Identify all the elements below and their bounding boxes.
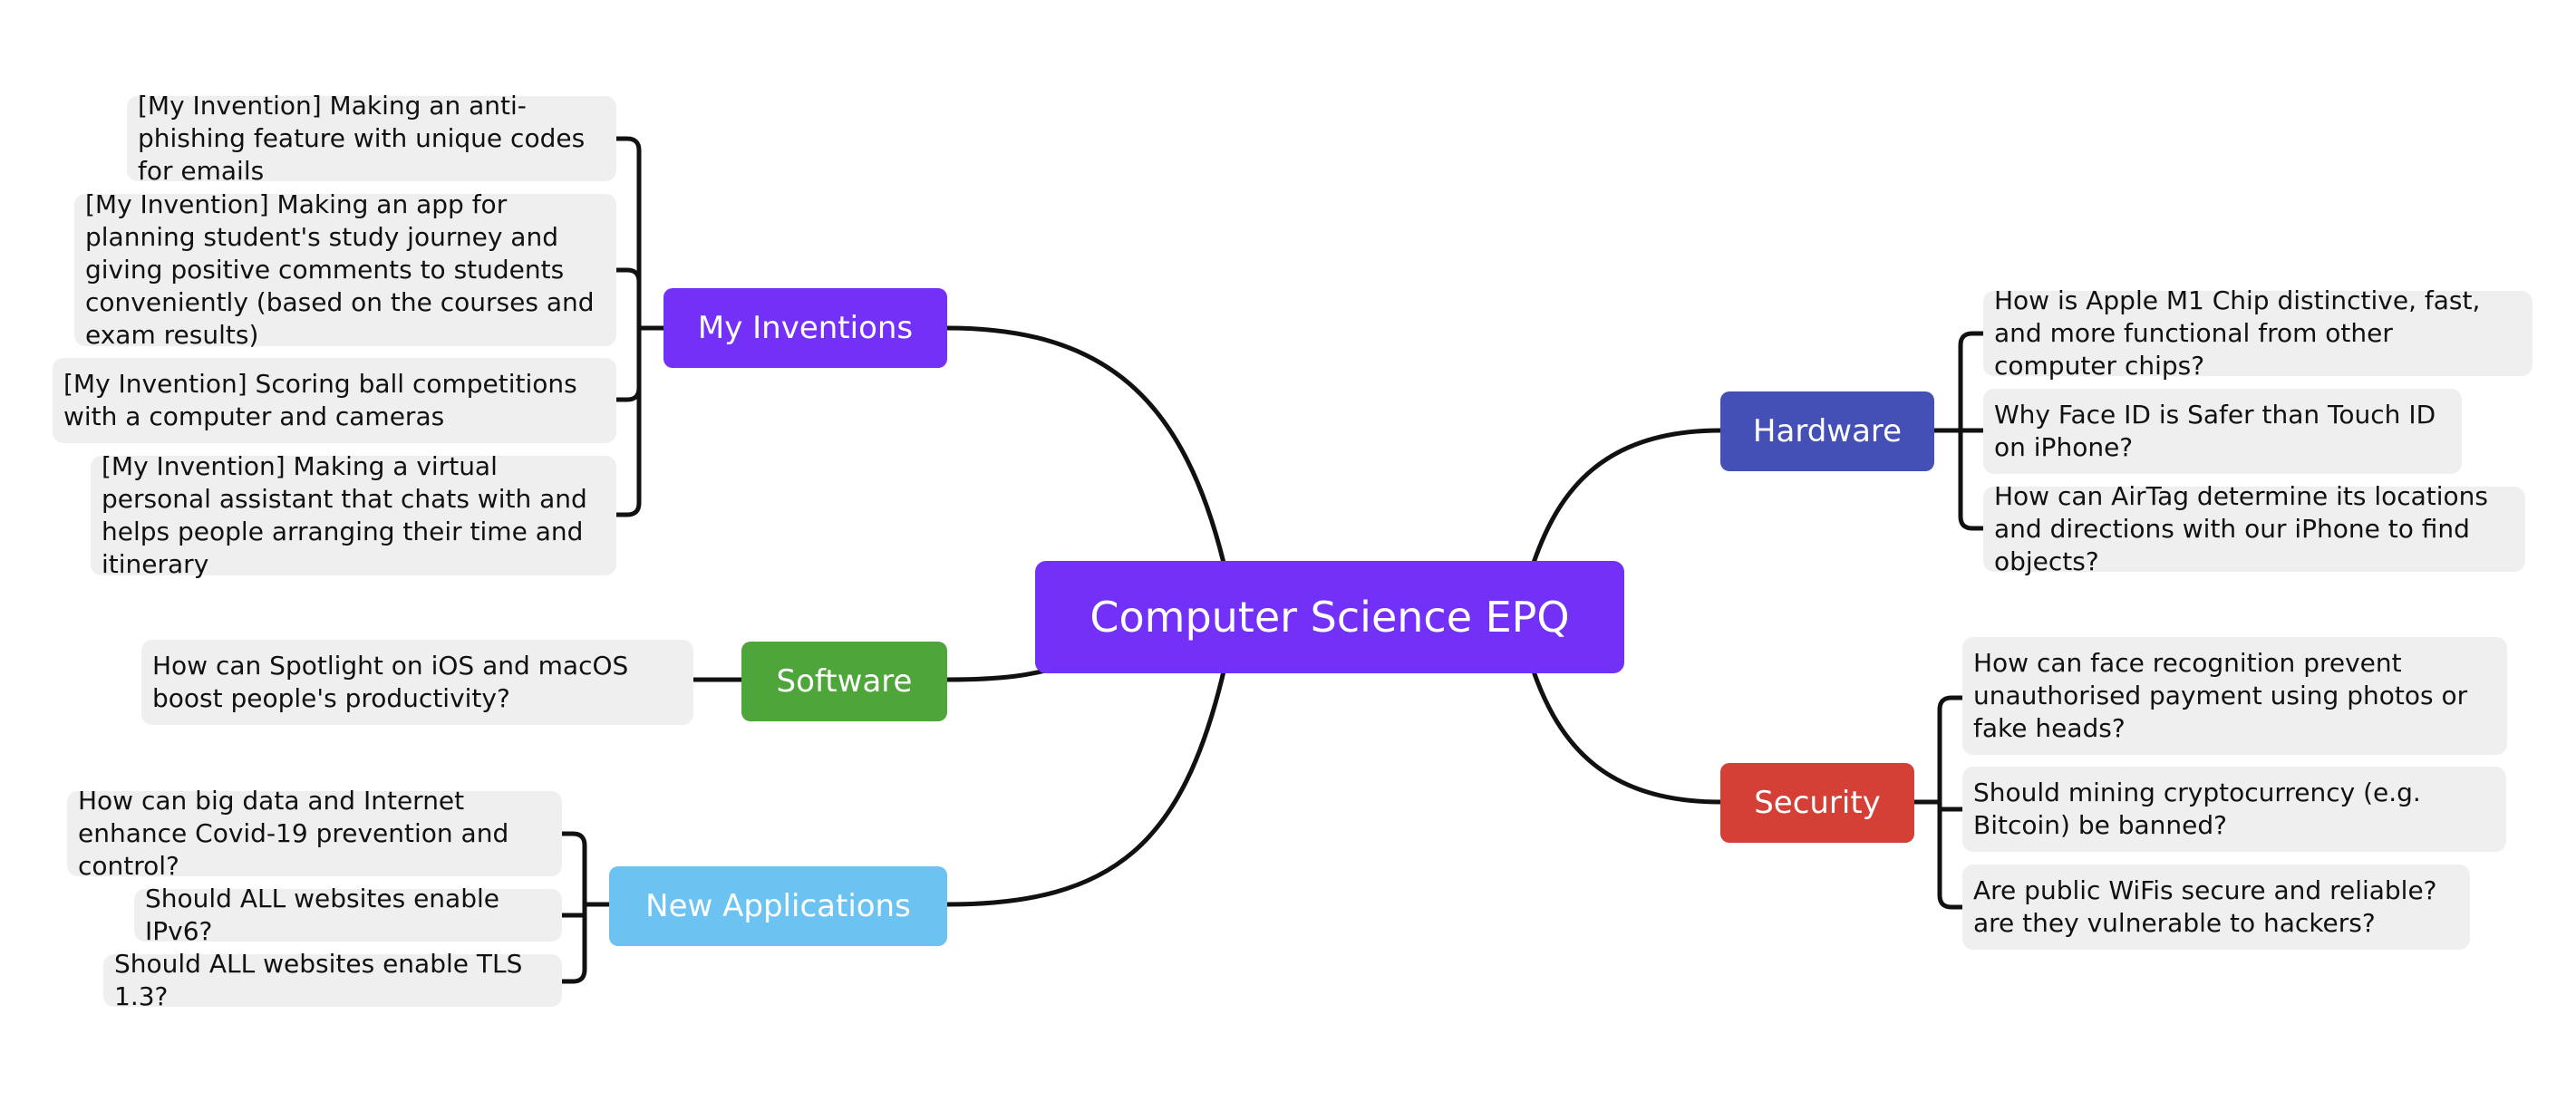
branch-security[interactable]: Security bbox=[1720, 763, 1914, 843]
leaf-software-1[interactable]: How can Spotlight on iOS and macOS boost… bbox=[141, 640, 693, 725]
leaf-text: [My Invention] Making an app for plannin… bbox=[85, 189, 595, 350]
leaf-security-3[interactable]: Are public WiFis secure and reliable? ar… bbox=[1962, 865, 2470, 950]
branch-my-inventions[interactable]: My Inventions bbox=[663, 288, 947, 368]
leaf-text: Should mining cryptocurrency (e.g. Bitco… bbox=[1973, 778, 2421, 840]
connector-new-applications bbox=[944, 669, 1226, 907]
leaf-new-applications-3[interactable]: Should ALL websites enable TLS 1.3? bbox=[103, 949, 562, 1011]
leaf-my-inventions-4[interactable]: [My Invention] Making a virtual personal… bbox=[91, 451, 616, 579]
leaf-text: How can big data and Internet enhance Co… bbox=[78, 786, 509, 881]
connector-security bbox=[1531, 669, 1723, 805]
leaf-text: How is Apple M1 Chip distinctive, fast, … bbox=[1994, 285, 2481, 381]
leaf-security-1[interactable]: How can face recognition prevent unautho… bbox=[1962, 637, 2507, 755]
leaf-new-applications-2[interactable]: Should ALL websites enable IPv6? bbox=[134, 884, 562, 946]
leaf-security-2[interactable]: Should mining cryptocurrency (e.g. Bitco… bbox=[1962, 767, 2506, 852]
branch-software[interactable]: Software bbox=[741, 642, 947, 721]
connector-hardware bbox=[1531, 428, 1723, 565]
leaf-text: Are public WiFis secure and reliable? ar… bbox=[1973, 875, 2437, 938]
leaf-text: [My Invention] Making a virtual personal… bbox=[102, 451, 587, 579]
leaf-my-inventions-1[interactable]: [My Invention] Making an anti-phishing f… bbox=[127, 91, 616, 186]
leaf-text: Should ALL websites enable TLS 1.3? bbox=[114, 949, 523, 1011]
leaf-hardware-2[interactable]: Why Face ID is Safer than Touch ID on iP… bbox=[1983, 389, 2462, 474]
leaf-text: [My Invention] Scoring ball competitions… bbox=[63, 369, 577, 431]
connector-my-inventions bbox=[944, 325, 1226, 565]
central-topic[interactable]: Computer Science EPQ bbox=[1035, 561, 1624, 673]
leaf-my-inventions-2[interactable]: [My Invention] Making an app for plannin… bbox=[74, 189, 616, 350]
leaf-text: Should ALL websites enable IPv6? bbox=[145, 884, 499, 946]
leaf-text: [My Invention] Making an anti-phishing f… bbox=[138, 91, 586, 186]
leaf-text: How can AirTag determine its locations a… bbox=[1994, 481, 2489, 576]
leaf-text: How can Spotlight on iOS and macOS boost… bbox=[152, 651, 629, 713]
bracket-my-inventions bbox=[614, 136, 642, 517]
leaf-text: Why Face ID is Safer than Touch ID on iP… bbox=[1994, 400, 2436, 462]
leaf-hardware-1[interactable]: How is Apple M1 Chip distinctive, fast, … bbox=[1983, 285, 2532, 381]
bracket-new-applications bbox=[559, 831, 587, 984]
leaf-my-inventions-3[interactable]: [My Invention] Scoring ball competitions… bbox=[53, 358, 616, 443]
branch-hardware[interactable]: Hardware bbox=[1720, 391, 1934, 471]
connector-software bbox=[944, 666, 1054, 682]
leaf-text: How can face recognition prevent unautho… bbox=[1973, 648, 2468, 743]
bracket-security bbox=[1937, 695, 1965, 910]
branch-new-applications[interactable]: New Applications bbox=[609, 866, 947, 946]
leaf-new-applications-1[interactable]: How can big data and Internet enhance Co… bbox=[67, 786, 562, 881]
leaf-hardware-3[interactable]: How can AirTag determine its locations a… bbox=[1983, 481, 2525, 576]
